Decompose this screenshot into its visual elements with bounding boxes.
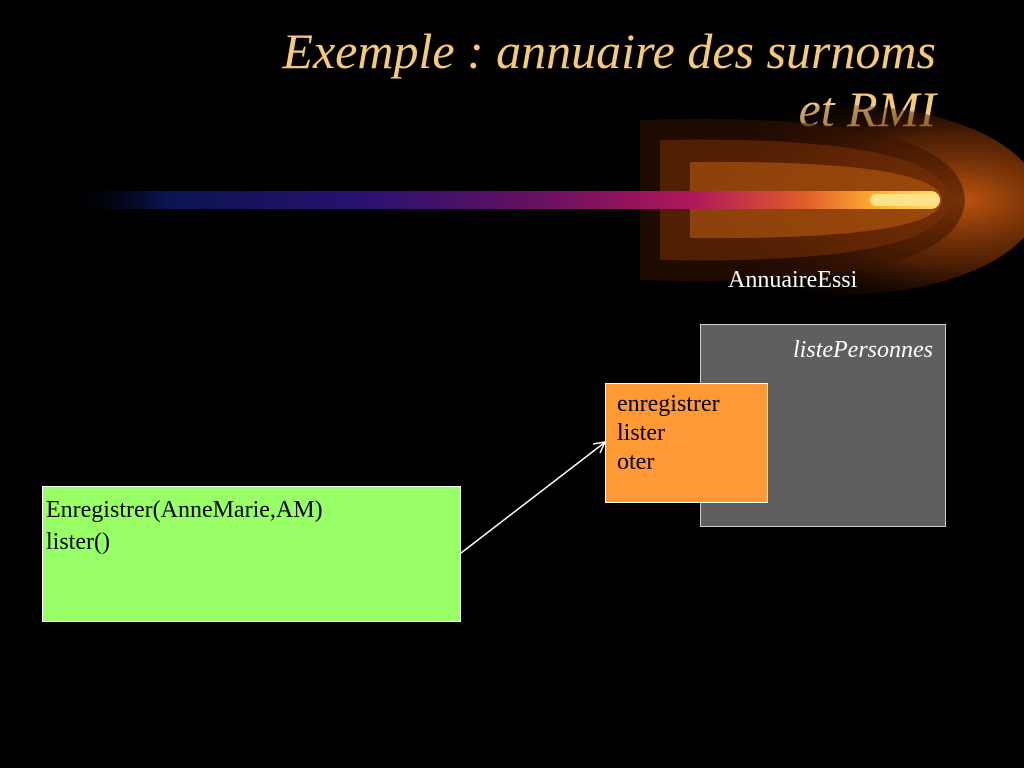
slide-title-line1: Exemple : annuaire des surnoms [282,23,936,79]
method-lister: lister [617,420,665,446]
server-field-label: listePersonnes [793,337,933,363]
method-oter: oter [617,449,655,475]
server-object-name: AnnuaireEssi [728,267,858,293]
client-call-enregistrer: Enregistrer(AnneMarie,AM) [46,497,323,523]
remote-interface-box: enregistrer lister oter [605,383,768,503]
method-enregistrer: enregistrer [617,391,720,417]
comet-decoration [60,105,1024,295]
client-box: Enregistrer(AnneMarie,AM) lister() [42,486,461,622]
client-call-lister: lister() [46,529,110,555]
